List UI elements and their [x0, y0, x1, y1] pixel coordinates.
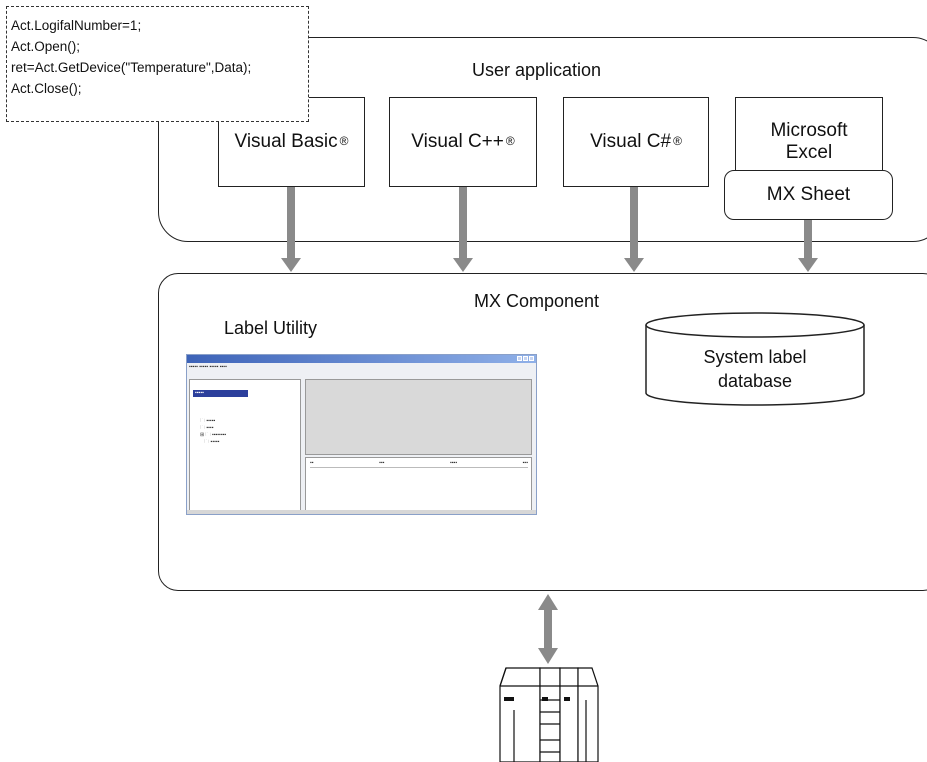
mini-menu-bar: ▪▪▪▪▪ ▪▪▪▪▪ ▪▪▪▪▪ ▪▪▪▪	[189, 364, 227, 370]
label-utility-screenshot: ▪▪▪▪▪ ▪▪▪▪▪ ▪▪▪▪▪ ▪▪▪▪ ▪▪▪▪▪ 🗀 ▪▪▪▪▪ 🗀 ▪…	[186, 354, 537, 515]
code-line: Act.Open();	[11, 39, 81, 54]
mini-title-bar	[187, 355, 536, 363]
microsoft-excel-label: Microsoft Excel	[770, 120, 848, 163]
registered-mark: ®	[505, 134, 515, 149]
mx-component-title: MX Component	[474, 291, 600, 311]
visual-csharp-label: Visual C#	[590, 131, 672, 153]
mini-list-pane: ▪▪▪▪▪▪▪▪▪▪▪▪	[305, 457, 532, 512]
user-application-title: User application	[472, 60, 602, 80]
visual-cpp-box: Visual C++®	[389, 97, 537, 187]
mini-tree-pane: ▪▪▪▪▪ 🗀 ▪▪▪▪▪ 🗀 ▪▪▪▪ ⊞ 🗀 ▪▪▪▪▪▪▪▪ 🗀 ▪▪▪▪…	[189, 379, 301, 512]
mini-top-pane	[305, 379, 532, 455]
visual-basic-label: Visual Basic	[234, 131, 338, 153]
registered-mark: ®	[673, 134, 682, 149]
visual-csharp-box: Visual C#®	[563, 97, 709, 187]
registered-mark: ®	[339, 134, 349, 149]
visual-cpp-label: Visual C++	[411, 131, 504, 153]
code-line: ret=Act.GetDevice("Temperature",Data);	[11, 60, 252, 75]
database-label: System label database	[703, 347, 807, 391]
mx-sheet-label: MX Sheet	[766, 184, 851, 206]
mini-list-header: ▪▪▪▪▪▪▪▪▪▪▪▪	[310, 460, 528, 468]
code-snippet-box: Act.LogifalNumber=1; Act.Open(); ret=Act…	[6, 6, 309, 122]
mini-status-bar	[187, 510, 536, 514]
mini-tree-items: 🗀 ▪▪▪▪▪ 🗀 ▪▪▪▪ ⊞ 🗀 ▪▪▪▪▪▪▪▪ 🗀 ▪▪▪▪▪	[200, 418, 227, 445]
mx-sheet-box: MX Sheet	[724, 170, 893, 220]
label-utility-title: Label Utility	[224, 318, 318, 338]
code-line: Act.LogifalNumber=1;	[11, 18, 142, 33]
mini-pane-header: ▪▪▪▪▪	[193, 390, 248, 397]
code-line: Act.Close();	[11, 81, 82, 96]
